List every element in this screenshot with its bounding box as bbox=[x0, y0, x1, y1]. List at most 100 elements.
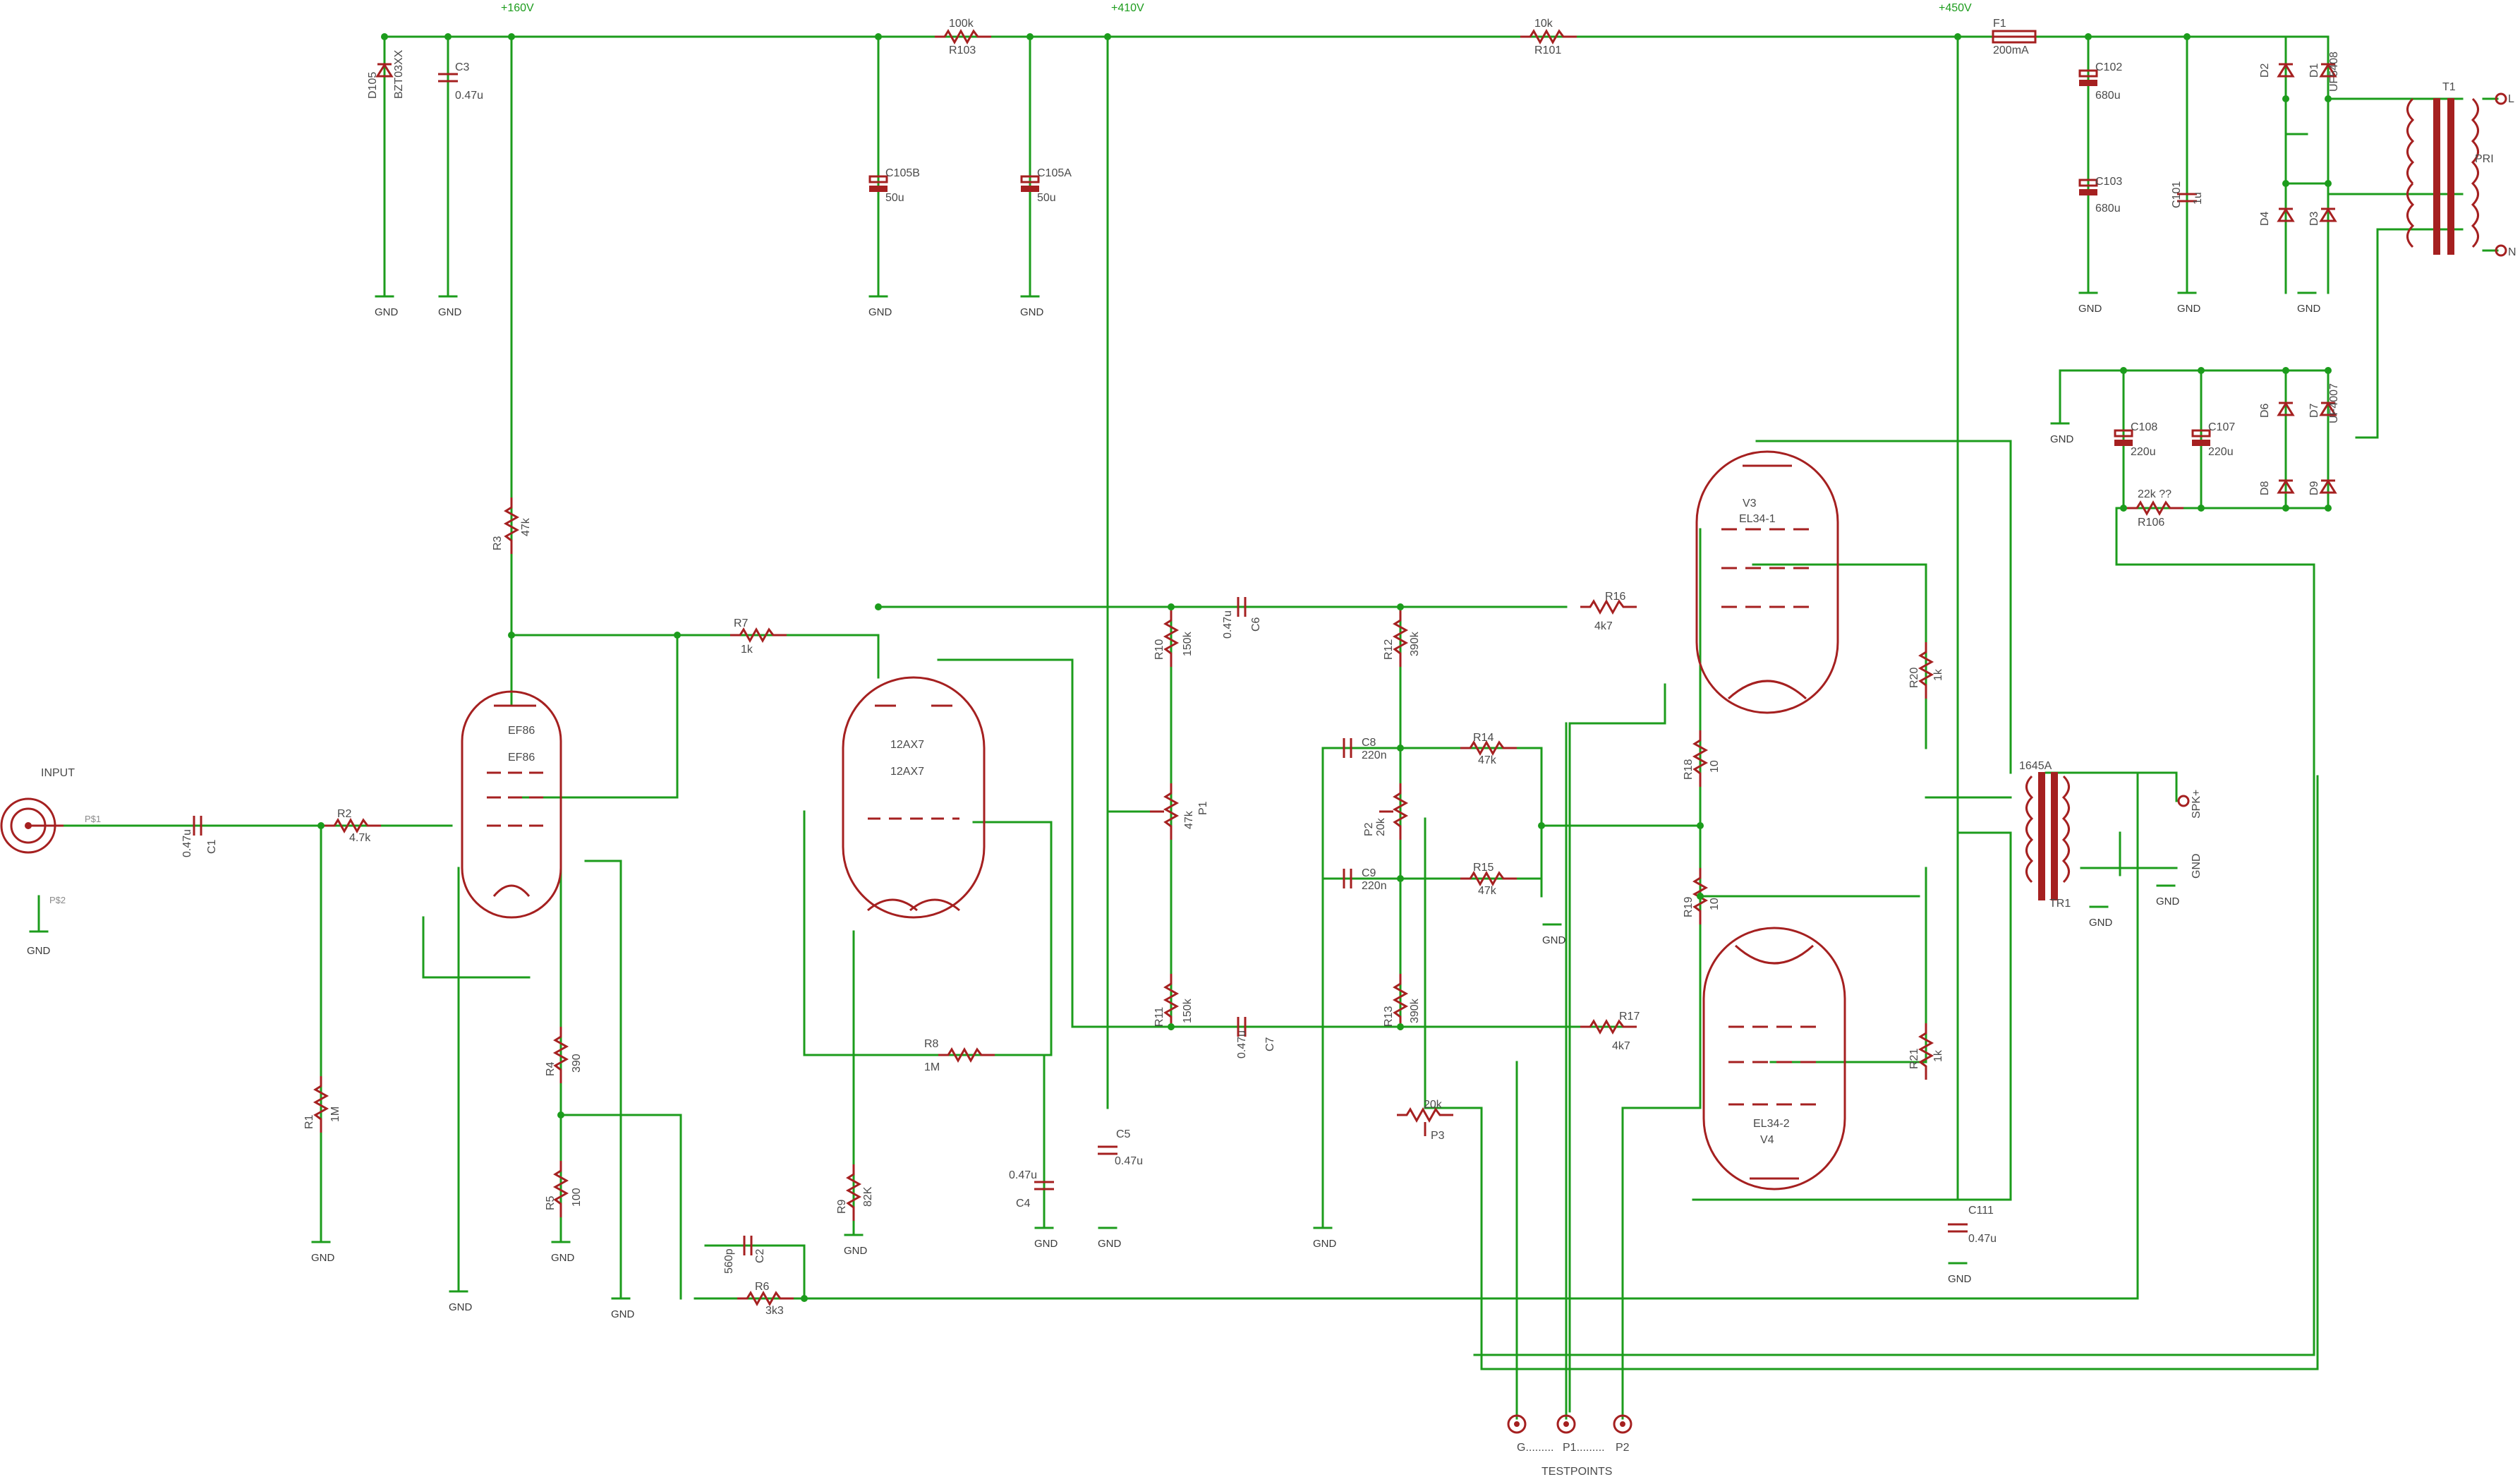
r11-value: 150k bbox=[1182, 998, 1194, 1023]
diode-uf5408: UF5408 bbox=[2328, 52, 2340, 92]
gnd-label: GND bbox=[868, 306, 892, 318]
d1-name: D1 bbox=[2308, 63, 2320, 78]
c108-value: 220u bbox=[2131, 446, 2156, 458]
capacitor-c3: C30.47u bbox=[438, 61, 483, 102]
r14-name: R14 bbox=[1473, 732, 1494, 744]
r6-name: R6 bbox=[755, 1281, 770, 1293]
r10-value: 150k bbox=[1182, 631, 1194, 656]
r10-name: R10 bbox=[1153, 639, 1165, 660]
p3-name: P3 bbox=[1431, 1130, 1445, 1142]
r16-value: 4k7 bbox=[1594, 620, 1613, 632]
r1-value: 1M bbox=[329, 1107, 341, 1122]
r16-name: R16 bbox=[1605, 591, 1625, 603]
gnd-symbol: GND bbox=[311, 1241, 335, 1264]
speaker-outputs: SPK+ GND bbox=[2177, 790, 2203, 879]
gnd-symbol: GND bbox=[611, 1297, 635, 1320]
r18-name: R18 bbox=[1683, 759, 1695, 780]
tube-el34-2-name: V4 bbox=[1760, 1134, 1774, 1146]
gnd-symbol: GND bbox=[2050, 422, 2074, 445]
c105b-name: C105B bbox=[885, 167, 920, 179]
testpoint-p2: P2 bbox=[1616, 1442, 1630, 1454]
fuse-f1: F1 200mA bbox=[1992, 18, 2037, 56]
r19-value: 10 bbox=[1709, 898, 1721, 910]
gnd-symbol: GND bbox=[375, 295, 399, 318]
gnd-label: GND bbox=[1098, 1238, 1122, 1250]
capacitor-c5: C50.47u bbox=[1098, 1128, 1143, 1167]
r8-name: R8 bbox=[924, 1038, 939, 1050]
tube-el34-2-value: EL34-2 bbox=[1753, 1118, 1790, 1130]
r15-value: 47k bbox=[1478, 885, 1497, 897]
r20-value: 1k bbox=[1932, 668, 1944, 681]
gnd-label: GND bbox=[1542, 934, 1566, 946]
svg-text:GND: GND bbox=[27, 945, 51, 957]
gnd-symbol: GND bbox=[2177, 291, 2201, 315]
tube-12ax7-value: 12AX7 bbox=[890, 766, 924, 778]
capacitor-c6: C60.47u bbox=[1222, 597, 1262, 639]
diode-d8: D8 bbox=[2259, 479, 2295, 495]
c105b-value: 50u bbox=[885, 192, 904, 204]
gnd-label: GND bbox=[1020, 306, 1044, 318]
c105a-name: C105A bbox=[1037, 167, 1072, 179]
diode-d6: D6 bbox=[2259, 402, 2295, 418]
r18-value: 10 bbox=[1709, 760, 1721, 773]
r20-name: R20 bbox=[1908, 668, 1920, 688]
c111-name: C111 bbox=[1968, 1205, 1994, 1217]
diode-d3: D3 bbox=[2308, 207, 2337, 226]
capacitor-c111: C111 0.47u bbox=[1948, 1205, 1997, 1245]
r9-name: R9 bbox=[836, 1199, 848, 1214]
c107-value: 220u bbox=[2208, 446, 2234, 458]
r4-value: 390 bbox=[571, 1054, 583, 1073]
d3-name: D3 bbox=[2308, 211, 2320, 226]
c111-value: 0.47u bbox=[1968, 1233, 1997, 1245]
testpoint-p1: P1......... bbox=[1563, 1442, 1605, 1454]
input-jack: INPUT P$1 P$2 GND bbox=[0, 767, 101, 957]
d2-name: D2 bbox=[2259, 63, 2271, 78]
r15-name: R15 bbox=[1473, 862, 1494, 874]
r3-value: 47k bbox=[520, 517, 532, 536]
gnd-symbol: GND bbox=[438, 295, 462, 318]
gnd-symbol: GND bbox=[1948, 1262, 1972, 1285]
d105-name: D105 bbox=[367, 72, 379, 99]
d6-name: D6 bbox=[2259, 403, 2271, 418]
c108-name: C108 bbox=[2131, 421, 2157, 433]
resistor-r18: R18 10 bbox=[1683, 730, 1721, 787]
tube-el34-1-name: V3 bbox=[1743, 498, 1757, 510]
gnd-symbol: GND bbox=[844, 1234, 868, 1257]
c2-name: C2 bbox=[754, 1248, 766, 1263]
gnd-symbol: GND bbox=[2297, 291, 2321, 315]
r12-name: R12 bbox=[1383, 639, 1395, 660]
capacitor-c1: C10.47u bbox=[181, 816, 218, 857]
rail-450v: +450V bbox=[1939, 2, 1972, 14]
c9-value: 220n bbox=[1362, 880, 1387, 892]
gnd-symbol: GND bbox=[551, 1241, 575, 1264]
r13-value: 390k bbox=[1409, 998, 1421, 1023]
t1-l: L bbox=[2508, 93, 2514, 105]
r106-value: 22k ?? bbox=[2138, 488, 2171, 500]
d7-name: D7 bbox=[2308, 403, 2320, 418]
p3-value: 20k bbox=[1424, 1099, 1443, 1111]
p1-value: 47k bbox=[1183, 810, 1195, 829]
c105a-value: 50u bbox=[1037, 192, 1056, 204]
gnd-label: GND bbox=[2177, 303, 2201, 315]
gnd-label: GND bbox=[1313, 1238, 1337, 1250]
c6-name: C6 bbox=[1250, 617, 1262, 632]
spk-gnd-label: GND bbox=[2191, 853, 2203, 879]
c5-name: C5 bbox=[1116, 1128, 1131, 1140]
t1-n: N bbox=[2508, 246, 2516, 258]
c3-name: C3 bbox=[455, 61, 470, 73]
r101-value: 10k bbox=[1534, 18, 1553, 30]
r21-name: R21 bbox=[1908, 1049, 1920, 1069]
tube-el34-1: V3 EL34-1 bbox=[1695, 450, 1839, 714]
tr1-name: TR1 bbox=[2049, 898, 2071, 910]
